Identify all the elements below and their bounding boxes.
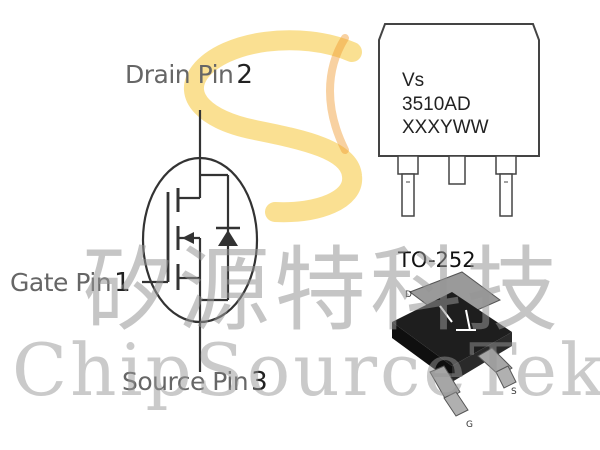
package-body [392,292,512,366]
logo-swoosh-accent [326,34,349,154]
pin-g-label: G [466,420,473,430]
body-arrow [182,232,194,244]
source-pin-number: 3 [251,367,268,397]
marking-line-1: Vs [402,70,425,91]
gate-pin-number: 1 [114,268,131,298]
package-lead-middle [448,155,466,185]
pin-d-label: D [405,290,412,300]
marking-line-3: XXXYWW [402,117,489,138]
drain-pin-number: 2 [236,60,253,90]
package-outline [378,23,540,157]
diode-icon [218,230,238,246]
package-name: TO-252 [398,248,476,272]
package-3d-lead-gate [429,365,461,401]
pin-s-label: S [511,387,517,397]
marking-line-2: 3510AD [402,94,471,115]
logo-swoosh-top [184,30,363,223]
